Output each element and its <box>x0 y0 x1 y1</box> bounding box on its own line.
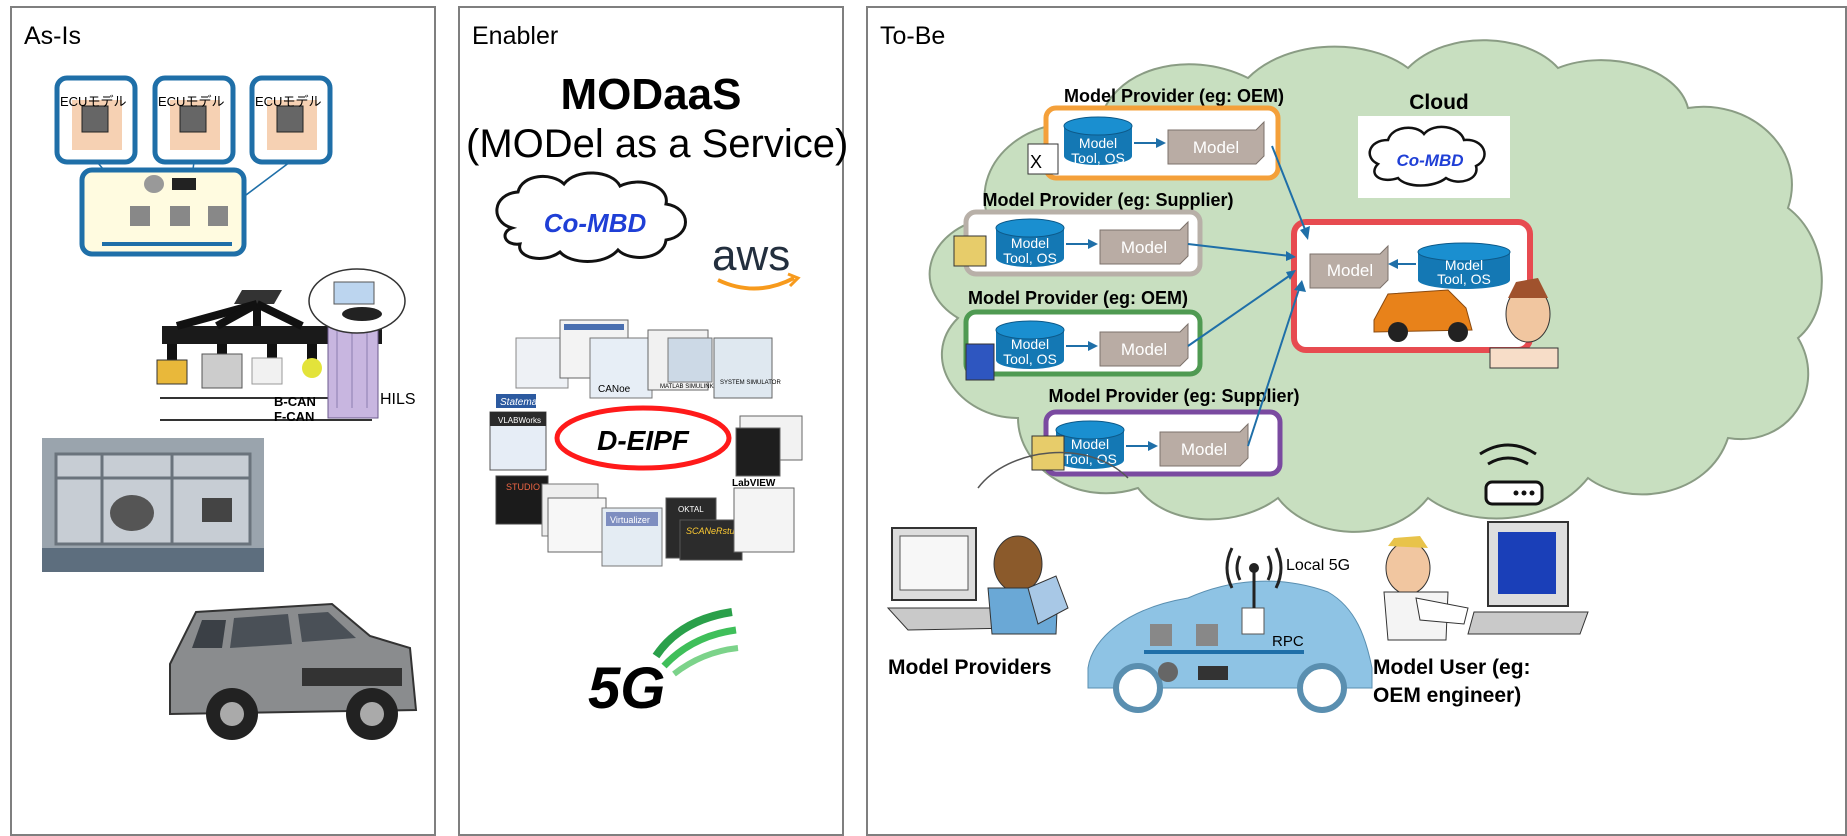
fiveg-logo: 5G <box>588 608 739 721</box>
to-be-illustration: Cloud Co-MBD Model Provider (eg: OEM) Mo… <box>886 39 1823 713</box>
db-label-line2: Tool, OS <box>1437 271 1491 287</box>
ecu-model-box: ECUモデル <box>54 75 138 165</box>
tool-label: SYSTEM SIMULATOR <box>720 380 781 386</box>
hils-setup: B-CAN F-CAN HILS <box>156 268 416 424</box>
tool-label: STUDIO <box>506 482 540 492</box>
user-person-illustration <box>1489 278 1559 369</box>
db-label-line2: Tool, OS <box>1063 451 1117 467</box>
co-mbd-cloud-box: Cloud Co-MBD <box>1358 91 1510 198</box>
co-mbd-box-label: Co-MBD <box>1396 151 1463 170</box>
tool-label: SCANeRstudio <box>686 526 747 536</box>
model-label: Model <box>1121 340 1167 359</box>
tool-label: Virtualizer <box>610 515 650 525</box>
tool-label: MATLAB SIMULINK <box>660 384 714 390</box>
model-label: Model <box>1121 238 1167 257</box>
bus-label: B-CAN <box>274 394 316 409</box>
provider-label: Model Provider (eg: OEM) <box>968 288 1188 308</box>
ecu-model-box: ECUモデル <box>152 75 236 165</box>
db-label-line1: Model <box>1071 436 1109 452</box>
aws-label: aws <box>712 231 790 280</box>
model-label: Model <box>1181 440 1227 459</box>
enabler-title: Enabler <box>472 22 559 50</box>
db-label-line1: Model <box>1011 336 1049 352</box>
provider-label: Model Provider (eg: Supplier) <box>1048 386 1299 406</box>
model-user-label-line1: Model User (eg: <box>1373 656 1531 679</box>
suv-illustration <box>169 602 418 740</box>
modaas-heading: MODaaS <box>560 70 742 119</box>
model-provider-oem-2: Model Provider (eg: OEM) Model Tool, OS … <box>963 288 1203 381</box>
cloud-title: Cloud <box>1409 91 1468 114</box>
tool-label: LabVIEW <box>732 478 776 489</box>
tool-label: VLABWorks <box>498 416 541 425</box>
model-providers-label: Model Providers <box>888 656 1051 679</box>
vehicle-network-box <box>79 167 247 257</box>
tool-label: OKTAL <box>678 505 704 514</box>
enabler-panel: Enabler MODaaS (MODel as a Service) Co-M… <box>458 6 849 836</box>
hils-label: HILS <box>380 391 416 408</box>
enabler-illustration: Co-MBD aws Statemate CANoe MATLAB SIMULI… <box>489 171 803 721</box>
db-label-line2: Tool, OS <box>1071 150 1125 166</box>
provider-label: Model Provider (eg: Supplier) <box>982 190 1233 210</box>
tool-label: CANoe <box>598 384 631 395</box>
fiveg-label: 5G <box>588 656 665 721</box>
tool-collage: Statemate CANoe MATLAB SIMULINK SYSTEM S… <box>489 319 803 567</box>
bus-label: F-CAN <box>274 409 314 424</box>
connected-car: Local 5G RPC <box>1087 547 1373 713</box>
model-provider-supplier-1: Model Provider (eg: Supplier) Model Tool… <box>953 190 1234 277</box>
as-is-panel: As-Is ECUモデル ECUモデル ECUモデル <box>10 6 436 836</box>
ecu-label: ECUモデル <box>158 94 224 109</box>
d-eipf-ellipse: D-EIPF <box>554 405 732 471</box>
ecu-label: ECUモデル <box>60 94 126 109</box>
to-be-panel: To-Be Cloud Co-MBD Model Provider (eg: O… <box>866 6 1847 836</box>
as-is-illustration: ECUモデル ECUモデル ECUモデル <box>42 75 418 740</box>
model-providers-person: Model Providers <box>886 451 1129 679</box>
model-user-person: Model User (eg: OEM engineer) <box>1373 443 1589 707</box>
test-bench-photo <box>42 438 264 572</box>
d-eipf-label: D-EIPF <box>597 425 690 456</box>
model-user-label-line2: OEM engineer) <box>1373 684 1521 707</box>
ecu-label: ECUモデル <box>255 94 321 109</box>
model-provider-oem-1: Model Provider (eg: OEM) Model Tool, OS … <box>1027 86 1284 181</box>
local-5g-label: Local 5G <box>1286 557 1350 574</box>
as-is-title: As-Is <box>24 22 81 50</box>
db-label-line2: Tool, OS <box>1003 351 1057 367</box>
model-user-box: Model Model Tool, OS <box>1291 219 1533 353</box>
db-label-line1: Model <box>1079 135 1117 151</box>
rpc-label: RPC <box>1272 633 1304 650</box>
db-label-line1: Model <box>1011 235 1049 251</box>
tool-icon: X <box>1030 152 1042 172</box>
ecu-model-box: ECUモデル <box>249 75 333 165</box>
modaas-subheading: (MODel as a Service) <box>466 122 849 166</box>
db-label-line2: Tool, OS <box>1003 250 1057 266</box>
aws-logo: aws <box>712 231 801 291</box>
tool-label: Statemate <box>500 397 546 408</box>
co-mbd-label: Co-MBD <box>544 208 647 238</box>
model-label: Model <box>1193 138 1239 157</box>
to-be-title: To-Be <box>880 22 946 50</box>
provider-label: Model Provider (eg: OEM) <box>1064 86 1284 106</box>
db-label-line1: Model <box>1445 257 1483 273</box>
co-mbd-cloud: Co-MBD <box>495 171 687 263</box>
model-provider-supplier-2: Model Provider (eg: Supplier) Model Tool… <box>1031 386 1300 477</box>
model-label: Model <box>1327 261 1373 280</box>
